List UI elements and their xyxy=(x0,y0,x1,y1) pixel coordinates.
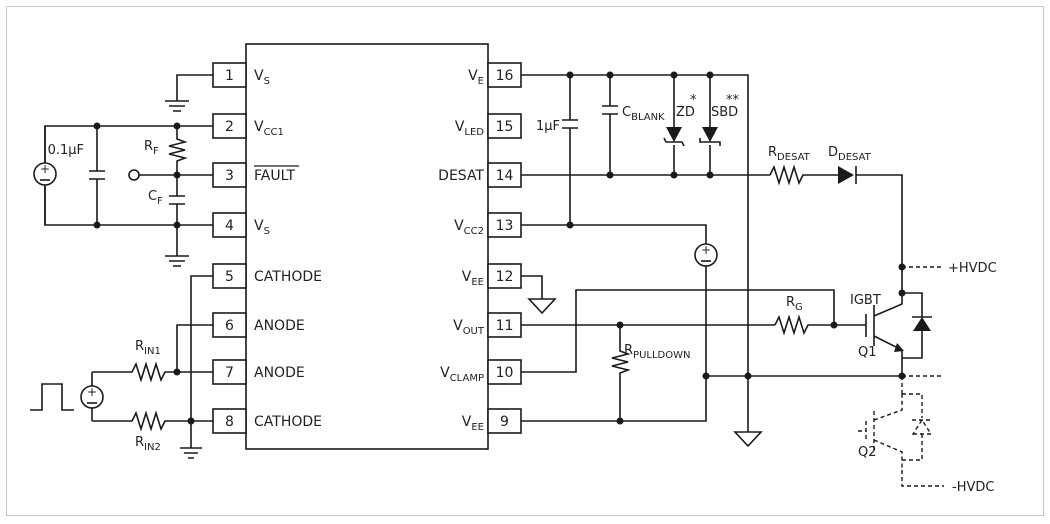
pin-label: VS xyxy=(254,218,270,237)
capacitor-cblank: CBLANK xyxy=(602,75,665,175)
fault-terminal xyxy=(128,169,140,181)
pin-label: VCC1 xyxy=(254,119,284,138)
svg-text:0.1μF: 0.1μF xyxy=(48,143,84,158)
capacitor-0-1uF: 0.1μF xyxy=(48,126,105,225)
svg-text:IGBT: IGBT xyxy=(850,293,881,308)
pin-number: 8 xyxy=(225,414,234,430)
svg-text:ZD: ZD xyxy=(676,105,695,120)
pin-label: VOUT xyxy=(453,318,485,337)
pin-label: FAULT xyxy=(254,168,295,184)
svg-text:+: + xyxy=(701,243,711,257)
pin-label: VEE xyxy=(462,414,484,433)
pin-number: 12 xyxy=(496,269,514,285)
pin-label: ANODE xyxy=(254,365,305,381)
pin-1: 1 VS xyxy=(212,62,270,88)
svg-text:**: ** xyxy=(726,93,740,108)
schottky-diode-sbd: SBD ** xyxy=(699,75,740,175)
svg-text:RDESAT: RDESAT xyxy=(768,145,811,163)
pin-label: VLED xyxy=(455,119,484,138)
svg-text:+HVDC: +HVDC xyxy=(948,261,997,276)
ground-symbol-pin4 xyxy=(165,255,189,267)
svg-text:Q1: Q1 xyxy=(858,345,877,360)
pin-number: 2 xyxy=(225,119,234,135)
svg-text:+: + xyxy=(40,162,50,176)
pin-number: 6 xyxy=(225,318,234,334)
resistor-rpulldown: RPULLDOWN xyxy=(611,325,690,421)
pin-4: 4 VS xyxy=(212,212,270,238)
svg-text:+: + xyxy=(87,385,97,399)
capacitor-1uF: 1μF xyxy=(536,75,578,225)
igbt-q1: IGBT Q1 xyxy=(850,293,904,376)
svg-text:Q2: Q2 xyxy=(858,445,877,460)
svg-text:RG: RG xyxy=(786,295,803,313)
diode-ddesat: DDESAT xyxy=(828,145,903,293)
pin-label: VE xyxy=(468,68,484,87)
pin-label: VS xyxy=(254,68,270,87)
pin-11: 11 VOUT xyxy=(453,312,522,338)
pin-label: VCC2 xyxy=(454,218,484,237)
pin-10: 10 VCLAMP xyxy=(440,359,522,385)
pin-number: 16 xyxy=(496,68,514,84)
svg-text:*: * xyxy=(690,93,697,108)
igbt-q2-dashed: Q2 xyxy=(858,376,944,487)
freewheel-diode-q1 xyxy=(902,292,932,359)
resistor-rin1: RIN1 xyxy=(92,339,177,383)
pin-label: VEE xyxy=(462,269,484,288)
pin-number: 15 xyxy=(496,119,514,135)
ground-symbol-vee xyxy=(527,298,557,315)
pin-16: 16 VE xyxy=(468,62,522,88)
pin-5: 5 CATHODE xyxy=(212,263,322,289)
pin-label: CATHODE xyxy=(254,269,322,285)
svg-text:RF: RF xyxy=(144,139,159,157)
pin-number: 9 xyxy=(500,414,509,430)
pulse-waveform-icon xyxy=(30,383,74,411)
pin-number: 14 xyxy=(496,168,514,184)
pin-number: 5 xyxy=(225,269,234,285)
resistor-rf: RF xyxy=(144,126,188,175)
svg-text:RPULLDOWN: RPULLDOWN xyxy=(624,343,690,361)
ground-symbol-pin1 xyxy=(165,100,189,112)
pin-number: 7 xyxy=(225,365,234,381)
pin-6: 6 ANODE xyxy=(212,312,305,338)
pin-number: 13 xyxy=(496,218,514,234)
pin-number: 1 xyxy=(225,68,234,84)
svg-text:-HVDC: -HVDC xyxy=(952,480,994,495)
ground-symbol-right xyxy=(733,431,763,448)
capacitor-cf: CF xyxy=(148,175,185,225)
svg-text:RIN1: RIN1 xyxy=(135,339,161,357)
pin-number: 4 xyxy=(225,218,234,234)
zener-diode-zd: ZD * xyxy=(663,75,697,175)
svg-text:SBD: SBD xyxy=(711,105,738,120)
pin-7: 7 ANODE xyxy=(212,359,305,385)
ground-symbol-input xyxy=(180,447,202,459)
pin-label: VCLAMP xyxy=(440,365,484,384)
pin-14: 14 DESAT xyxy=(438,162,522,188)
pulse-voltage-source: + xyxy=(80,372,104,421)
resistor-rdesat: RDESAT xyxy=(768,145,838,186)
pin-label: ANODE xyxy=(254,318,305,334)
pin-number: 11 xyxy=(496,318,514,334)
resistor-rg: RG xyxy=(774,295,866,336)
pin-label: CATHODE xyxy=(254,414,322,430)
pin-15: 15 VLED xyxy=(455,113,522,139)
voltage-source-left: + xyxy=(33,126,57,225)
pin-8: 8 CATHODE xyxy=(212,408,322,434)
svg-text:DDESAT: DDESAT xyxy=(828,145,872,163)
ic-body xyxy=(245,43,489,450)
pin-number: 3 xyxy=(225,168,234,184)
svg-text:1μF: 1μF xyxy=(536,119,560,134)
svg-text:RIN2: RIN2 xyxy=(135,435,161,453)
voltage-source-vcc2: + xyxy=(694,243,718,267)
resistor-rin2: RIN2 xyxy=(92,410,191,453)
pin-13: 13 VCC2 xyxy=(454,212,522,238)
svg-text:CF: CF xyxy=(148,189,163,207)
pin-label: DESAT xyxy=(438,168,484,184)
svg-text:CBLANK: CBLANK xyxy=(622,105,665,123)
pin-number: 10 xyxy=(496,365,514,381)
